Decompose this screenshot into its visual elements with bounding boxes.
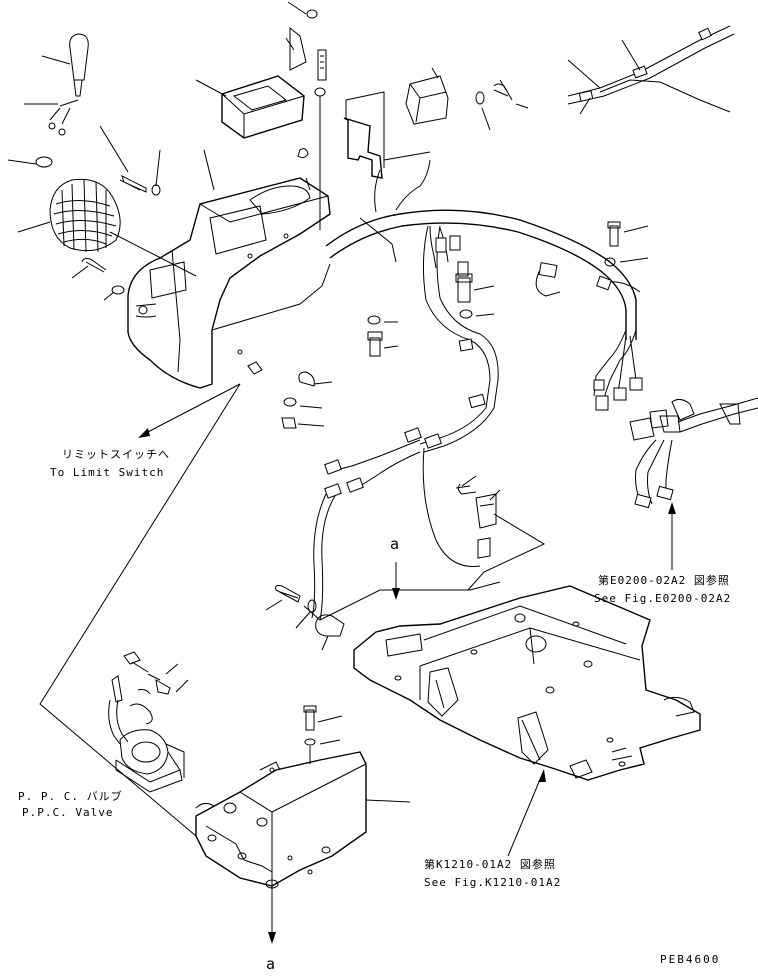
right-harness-branch — [629, 397, 758, 509]
console-cover — [127, 177, 331, 389]
harness-inset — [567, 25, 735, 115]
monitor-panel — [195, 1, 318, 139]
ppc-valve-label-en: P.P.C. Valve — [22, 806, 114, 819]
arrow-a-bottom-label: a — [266, 955, 277, 973]
lever-knob — [24, 33, 89, 136]
ppc-valve-assembly — [108, 651, 189, 793]
arrow-a-top-label: a — [390, 535, 401, 553]
ppc-valve-label-jp: P. P. C. バルブ — [18, 790, 123, 803]
switch-bracket — [343, 67, 529, 179]
valve-mount-bracket — [195, 705, 411, 889]
lever-boot — [7, 156, 197, 277]
limit-switch-label-jp: リミットスイッチへ — [62, 448, 170, 461]
ref-e0200-label-en: See Fig.E0200-02A2 — [594, 592, 732, 605]
drawing-code: PEB4600 — [660, 953, 721, 966]
main-wire-harness — [311, 159, 643, 621]
ref-k1210-label-en: See Fig.K1210-01A2 — [424, 876, 562, 889]
ref-e0200-label-jp: 第E0200-02A2 図参照 — [598, 574, 730, 587]
harness-fasteners — [247, 217, 649, 591]
ref-k1210-label-jp: 第K1210-01A2 図参照 — [424, 858, 556, 871]
limit-switch-label-en: To Limit Switch — [50, 466, 165, 479]
floor-plate — [353, 585, 701, 781]
leader-lines — [39, 383, 676, 944]
console-fasteners — [71, 49, 327, 301]
horn-part — [265, 581, 501, 651]
